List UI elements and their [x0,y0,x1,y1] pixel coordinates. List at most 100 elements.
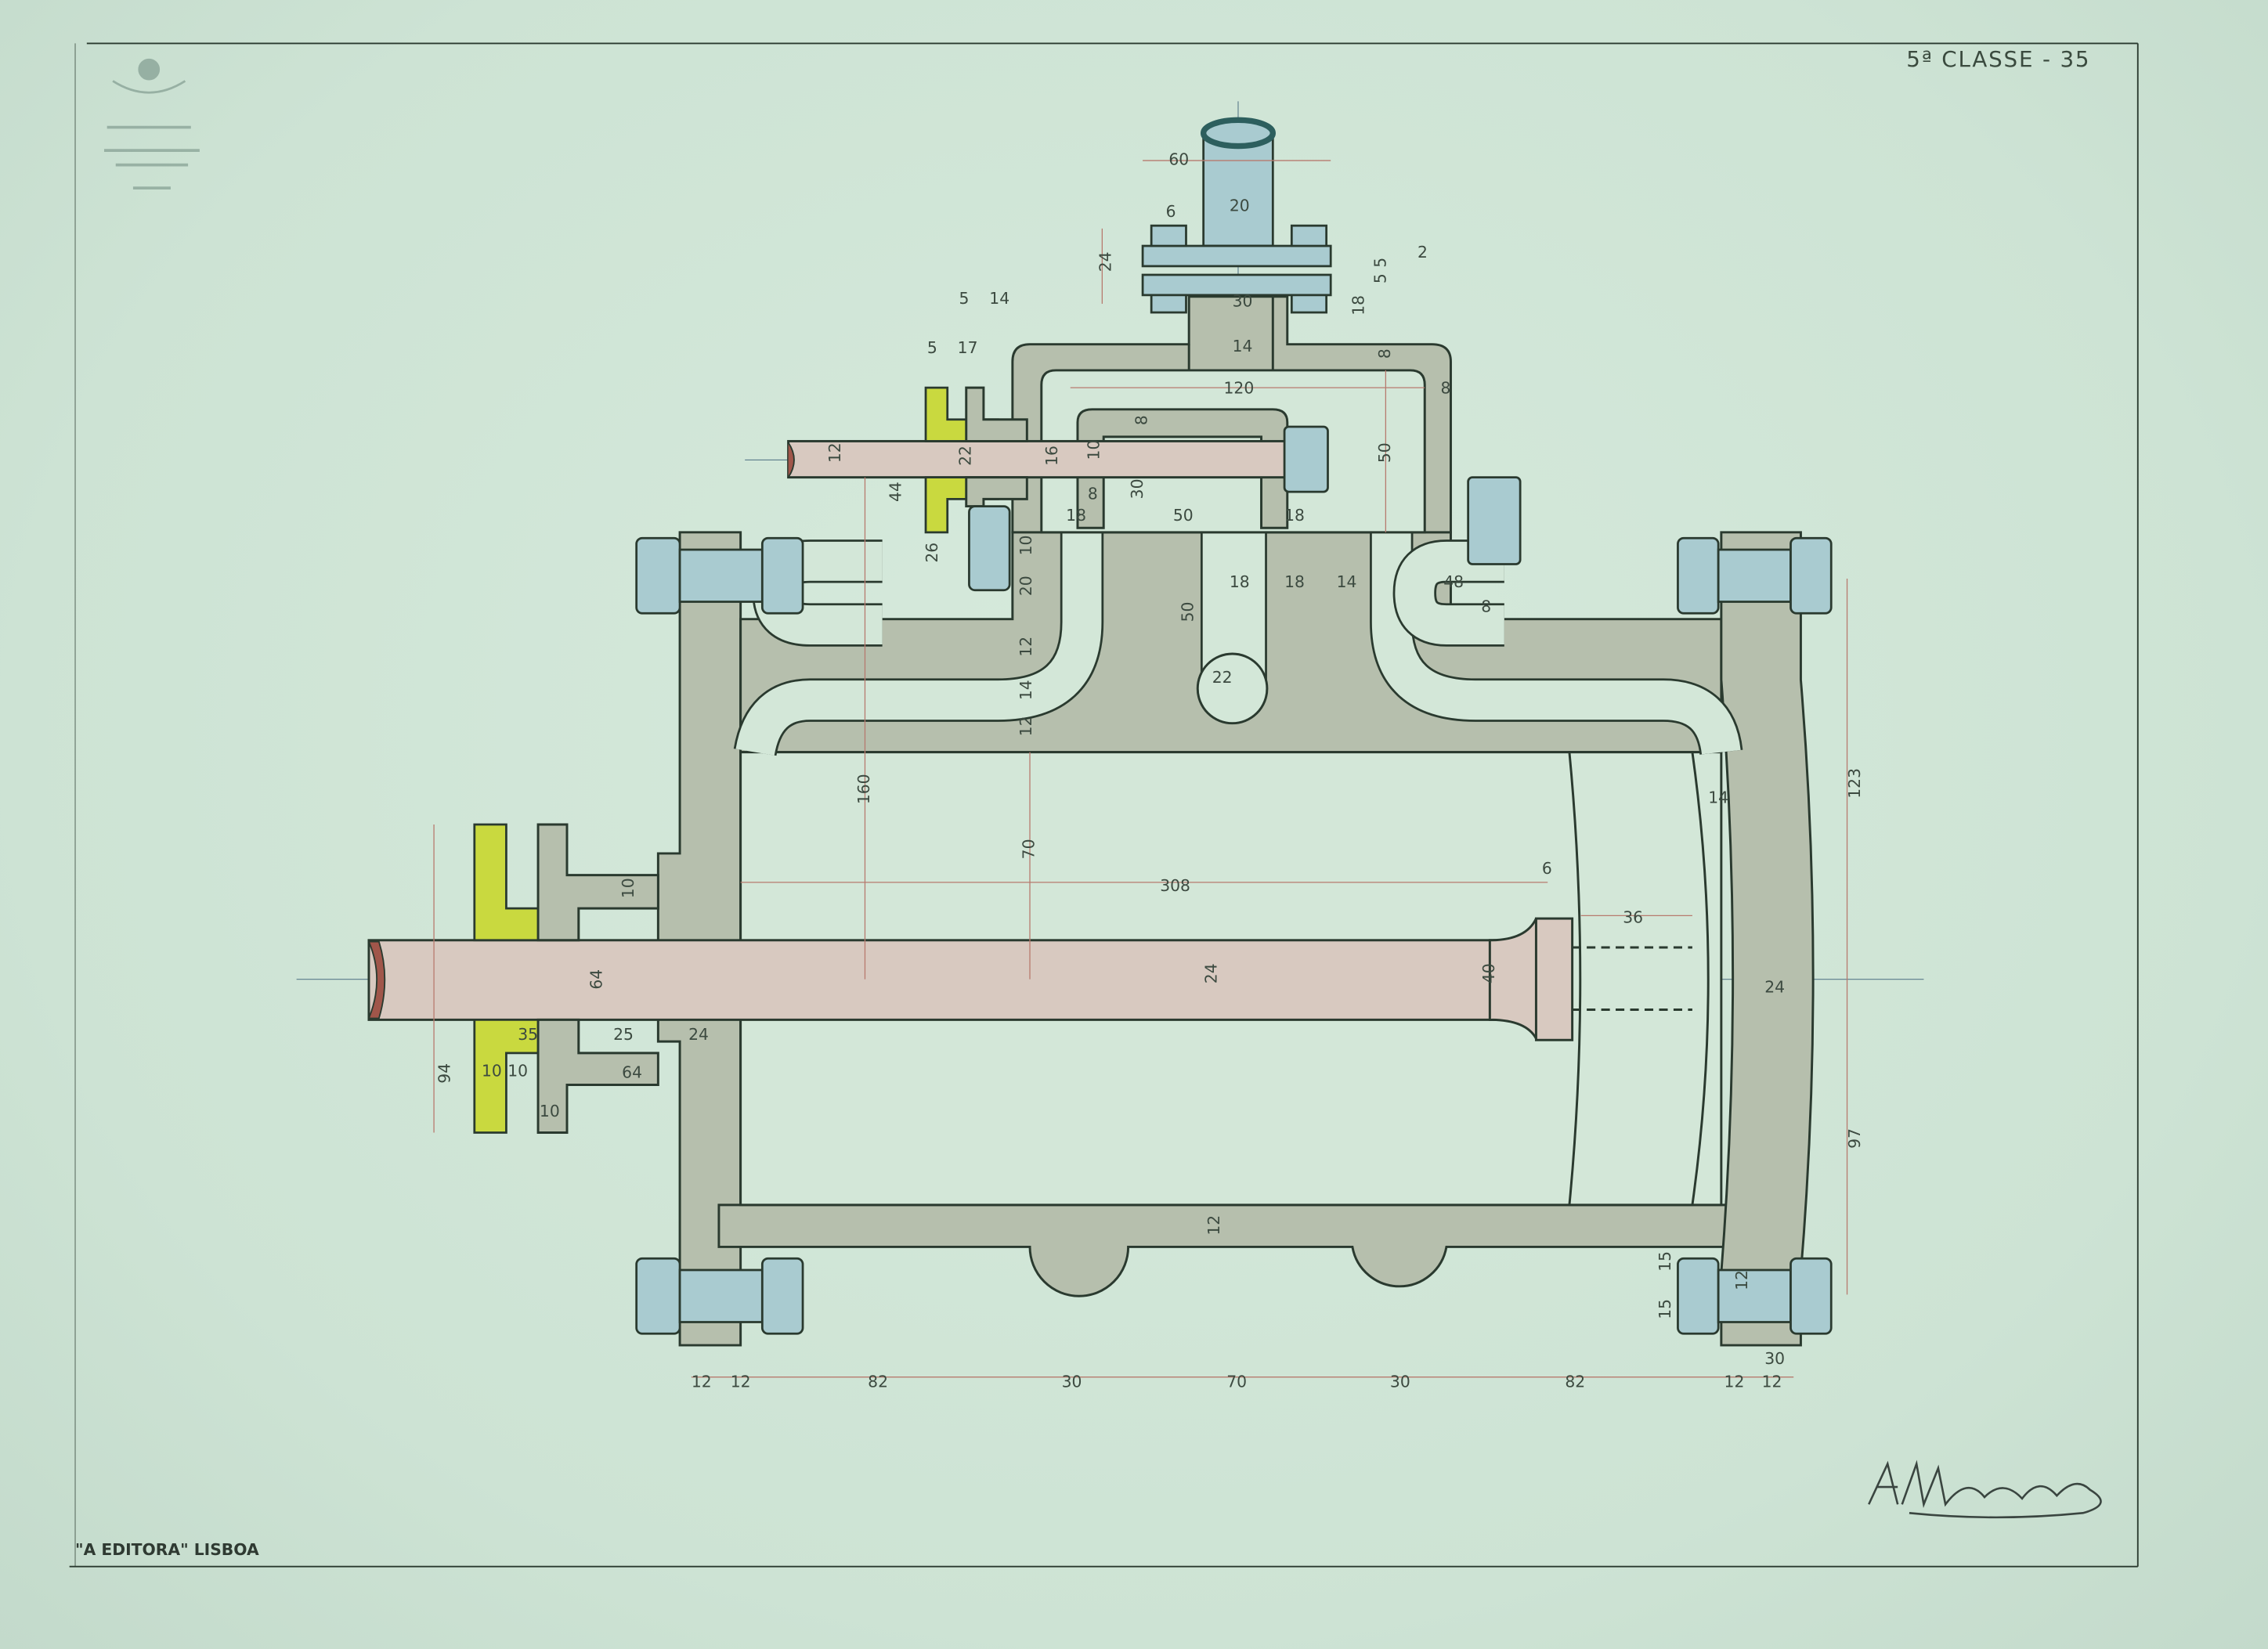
slide-valve [1076,408,1289,529]
dimension-lines [433,160,1848,1378]
dimension-label: 82 [868,1373,888,1391]
dimension-label: 14 [1233,337,1253,355]
dimension-label: 10 [1085,440,1103,460]
dimension-label: 14 [1708,788,1728,806]
dimension-label: 50 [1375,442,1394,463]
dimension-label: 10 [540,1102,560,1120]
dimension-label: 25 [613,1025,634,1044]
flange-bolts [635,536,1833,1335]
dimension-label: 10 [619,878,637,898]
dimension-label: 64 [587,969,605,990]
dimension-label: 17 [958,338,978,357]
dimension-label: 160 [854,774,873,804]
dimension-label: 18 [1284,572,1305,591]
dimension-label: 8 [1441,378,1451,397]
signature [1868,1460,2102,1519]
dimension-label: 2 [1418,243,1428,262]
publisher-label: "A EDITORA" LISBOA [75,1540,259,1559]
dimension-label: 30 [1233,292,1253,311]
valve-spindle [787,439,1289,479]
dimension-label: 24 [1096,251,1114,272]
dimension-label: 94 [435,1063,453,1084]
dimension-label: 18 [1230,572,1250,591]
dimension-label: 12 [1017,716,1035,736]
dimension-label: 26 [923,543,941,563]
dimension-label: 120 [1224,378,1255,397]
dimension-label: 5 [959,289,970,308]
right-cylinder-cover [1720,531,1815,1347]
dimension-label: 8 [1375,348,1394,359]
valve-gland [965,386,1028,508]
dimension-label: 24 [1201,963,1220,983]
dimension-label: 12 [1204,1215,1223,1236]
dimension-label: 18 [1284,506,1305,525]
dimension-label: 12 [1732,1270,1751,1290]
dimension-label: 8 [1481,597,1491,615]
stuffing-box-gland-lower [536,1018,659,1134]
piston-hub [1534,917,1574,1041]
dimension-label: 60 [1168,150,1189,169]
dimension-label: 70 [1226,1373,1247,1391]
dimension-label: 15 [1656,1299,1674,1319]
dimension-label: 12 [731,1373,751,1391]
dimension-label: 24 [1764,977,1785,996]
dimension-label: 82 [1565,1373,1585,1391]
dimension-label: 35 [518,1025,538,1044]
dimension-label: 22 [1212,668,1233,687]
dimension-label: 22 [955,446,974,466]
dimension-label: 18 [1066,506,1086,525]
dimension-label: 12 [692,1373,712,1391]
dimension-label: 20 [1230,197,1250,215]
dimension-label: 6 [1542,859,1552,878]
dimension-label: 18 [1349,295,1368,316]
steam-inlet-pipe [1141,117,1332,314]
dimension-label: 64 [622,1063,642,1081]
dimension-label: 5 [1371,258,1389,268]
sheet-title: 5ª CLASSE - 35 [1906,46,2090,72]
dimension-label: 48 [1443,572,1464,591]
dimension-label: 14 [1017,680,1035,700]
dimension-label: 123 [1845,768,1864,799]
gland-stud [968,505,1011,592]
dimension-label: 15 [1656,1251,1674,1272]
dimension-label: 10 [482,1061,502,1080]
dimension-label: 8 [1132,415,1151,425]
dimension-label: 14 [989,289,1009,308]
dimension-label: 12 [1017,637,1035,657]
dimension-label: 12 [1762,1373,1782,1391]
dimension-label: 44 [887,482,905,502]
dimension-label: 97 [1845,1128,1864,1149]
chest-cover-stud [1467,476,1522,565]
dimension-label: 30 [1128,479,1147,500]
dimension-label: 308 [1160,876,1190,895]
school-stamp [103,58,200,190]
dimension-label: 70 [1020,839,1038,860]
dimension-label: 12 [825,442,844,463]
dimension-label: 50 [1173,506,1194,525]
dimension-label: 10 [507,1061,528,1080]
dimension-label: 24 [688,1025,709,1044]
dimension-label: 5 [1371,273,1389,283]
dimension-label: 40 [1479,963,1498,983]
dimension-label: 8 [1088,484,1098,503]
stuffing-box-gland-upper [536,823,659,942]
dimension-label: 16 [1042,446,1061,466]
valve-spindle-nut [1283,425,1329,493]
dimension-label: 30 [1390,1373,1410,1391]
dimension-label: 5 [927,338,937,357]
sheet-frame [69,42,2139,1568]
dimension-label: 6 [1166,202,1176,221]
dimension-label: 14 [1337,572,1357,591]
piston [1568,751,1710,1207]
dimension-label: 10 [1017,536,1035,556]
dimension-label: 30 [1062,1373,1082,1391]
dimension-label: 30 [1764,1349,1785,1368]
dimension-label: 20 [1017,576,1035,596]
dimension-label: 12 [1724,1373,1745,1391]
dimension-label: 50 [1179,602,1197,622]
cylinder-bottom-wall [717,1203,1733,1297]
piston-rod [367,939,1542,1021]
